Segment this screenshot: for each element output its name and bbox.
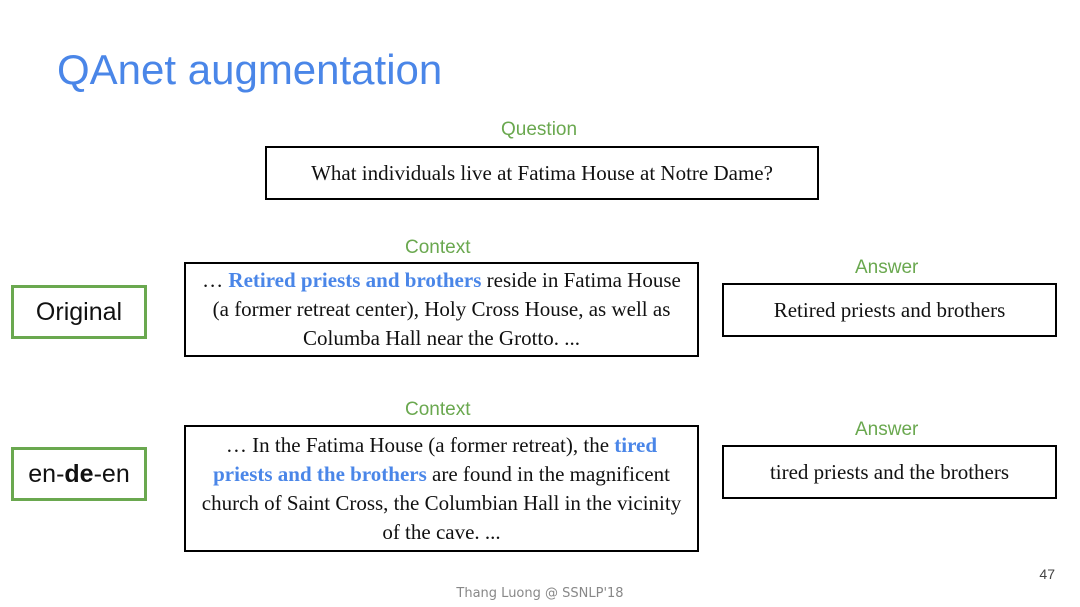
paraphrase-context-box: … In the Fatima House (a former retreat)… bbox=[184, 425, 699, 552]
paraphrase-context-post: are found in the magnificent church of S… bbox=[201, 461, 682, 544]
original-context-label: Context bbox=[405, 237, 471, 258]
paraphrase-answer-label: Answer bbox=[855, 419, 919, 440]
paraphrase-tag-label: en-de-en bbox=[28, 460, 129, 489]
original-context-box: … Retired priests and brothers reside in… bbox=[184, 262, 699, 357]
paraphrase-context-text: … In the Fatima House (a former retreat)… bbox=[198, 431, 685, 547]
paraphrase-tag-post: -en bbox=[93, 459, 130, 488]
paraphrase-context-label: Context bbox=[405, 399, 471, 420]
original-context-text: … Retired priests and brothers reside in… bbox=[194, 266, 689, 353]
paraphrase-context-pre: … In the Fatima House (a former retreat)… bbox=[225, 432, 615, 457]
paraphrase-answer-text: tired priests and the brothers bbox=[769, 459, 1010, 484]
original-context-post: reside in Fatima House (a former retreat… bbox=[212, 268, 681, 350]
question-label: Question bbox=[501, 119, 578, 140]
paraphrase-tag: en-de-en bbox=[11, 447, 147, 501]
original-context-pre: … bbox=[202, 268, 229, 292]
slide-title: QAnet augmentation bbox=[57, 46, 443, 93]
original-answer-box: Retired priests and brothers bbox=[722, 283, 1057, 337]
question-box: What individuals live at Fatima House at… bbox=[265, 146, 819, 200]
original-answer-label: Answer bbox=[855, 257, 919, 278]
slide-footer: Thang Luong @ SSNLP'18 bbox=[456, 586, 624, 601]
paraphrase-tag-pre: en- bbox=[28, 459, 65, 488]
original-context-highlight: Retired priests and brothers bbox=[228, 268, 482, 292]
page-number: 47 bbox=[1039, 566, 1055, 582]
paraphrase-tag-bold: de bbox=[64, 459, 94, 488]
original-answer-text: Retired priests and brothers bbox=[773, 297, 1006, 322]
question-text: What individuals live at Fatima House at… bbox=[311, 160, 773, 185]
original-tag: Original bbox=[11, 285, 147, 339]
paraphrase-context-highlight: tired priests and the brothers bbox=[213, 432, 658, 486]
paraphrase-answer-box: tired priests and the brothers bbox=[722, 445, 1057, 499]
original-tag-label: Original bbox=[35, 297, 123, 326]
